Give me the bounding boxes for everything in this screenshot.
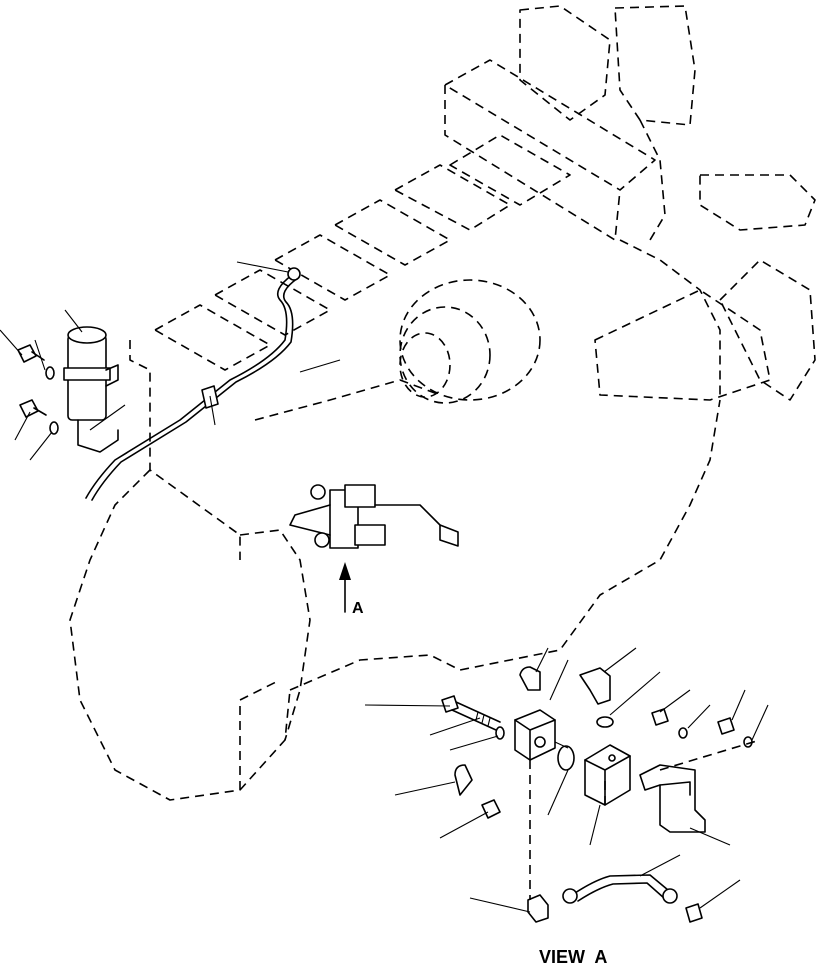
fuel-line (85, 267, 301, 501)
view-a-exploded (441, 666, 761, 923)
washer-view-a (495, 726, 505, 740)
bolt-upper (17, 344, 45, 363)
valve-cover-seg-5 (214, 269, 331, 336)
valve-line-fitting (439, 524, 459, 547)
valve-cover-seg-1 (449, 134, 571, 206)
view-arrow-label: A (352, 600, 364, 617)
valve-block-right (584, 744, 631, 806)
oilpan-bottom (289, 399, 721, 691)
filter-cap (67, 326, 107, 344)
washer-va-1 (678, 727, 688, 739)
straight-fitting (481, 799, 501, 819)
valve-cover-seg-2 (394, 164, 511, 231)
fan-blade-right (699, 174, 816, 231)
view-a-arrow: A (339, 562, 364, 617)
oring (557, 745, 575, 771)
pulley-inner (399, 332, 451, 398)
filter-bracket-arm (105, 364, 119, 387)
engine-top-edge (129, 340, 241, 560)
pulley-mid (399, 306, 491, 404)
fan-blade-top (614, 5, 696, 126)
fan-blade-lower (719, 259, 816, 401)
filter-band (63, 367, 111, 381)
valve-side-block (344, 484, 376, 508)
long-bolt (441, 695, 501, 731)
bolt-va-2 (717, 717, 735, 735)
engine-block-lower (69, 469, 291, 801)
head-block-front (444, 85, 621, 241)
elbow-fitting-1 (519, 666, 541, 691)
oring-small-top (596, 716, 614, 728)
valve-top-fitting (310, 484, 326, 500)
fan-blade-top-left (519, 5, 611, 121)
valve-cover-seg-4 (274, 234, 391, 301)
elbow-tube-fitting (454, 764, 473, 796)
pipe-end-right (662, 888, 678, 904)
valve-assembly-installed (289, 484, 459, 549)
fuel-line-tube (85, 274, 293, 499)
mounting-bracket (639, 764, 706, 833)
connector-end (685, 903, 703, 923)
valve-left-line (289, 504, 331, 536)
bolt-lower (19, 399, 47, 418)
fuel-line-fitting (287, 267, 301, 281)
fan-hub (639, 119, 666, 241)
filter-bracket (77, 419, 119, 453)
valve-bottom-fitting (314, 532, 330, 548)
alignment-lines (529, 739, 761, 900)
view-arrow-head (339, 562, 351, 580)
fuel-filter-assembly (17, 326, 119, 453)
engine-outline (69, 5, 816, 801)
elbow-fitting-2 (579, 667, 611, 705)
washer-lower (49, 421, 59, 435)
valve-cover-seg-3 (334, 199, 451, 266)
bolt-va-1 (651, 708, 669, 726)
valve-cover-seg-6 (154, 304, 271, 371)
washer-upper (45, 366, 55, 380)
valve-port (354, 524, 386, 546)
pipe-end-left (562, 888, 578, 904)
pipe-line (574, 874, 669, 894)
starter-motor (594, 289, 771, 401)
flywheel-housing (239, 529, 311, 741)
view-caption: VIEW A (539, 947, 607, 963)
bellhousing-inner (239, 679, 281, 790)
mounting-block-left (514, 709, 556, 761)
leader-lines (0, 261, 769, 913)
front-cover (254, 379, 441, 421)
head-block-1 (444, 59, 656, 191)
engine-right-side (619, 239, 721, 400)
tee-fitting (527, 894, 549, 923)
pulley-outer (399, 279, 541, 401)
